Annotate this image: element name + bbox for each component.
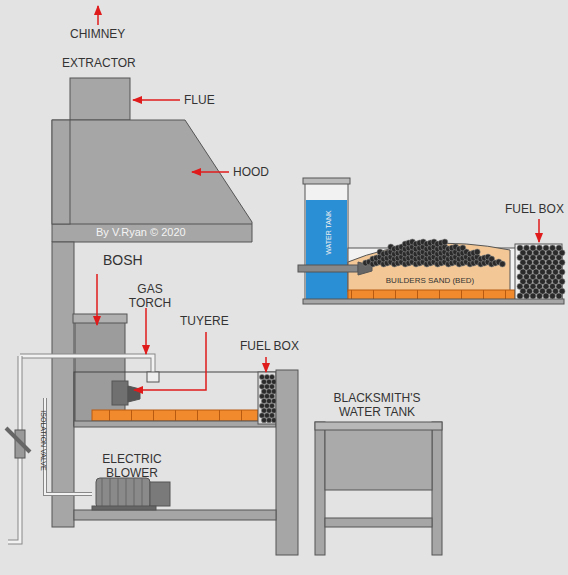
bosh-label: BOSH	[103, 252, 163, 268]
water-tank-label: BLACKSMITH'S WATER TANK	[322, 391, 432, 419]
chimney-label: CHIMNEY	[70, 27, 140, 41]
tuyere-label: TUYERE	[180, 314, 250, 328]
sand-bed-label: BUILDERS SAND (BED)	[350, 276, 510, 286]
flue-label: FLUE	[184, 93, 234, 107]
blower-label: ELECTRIC BLOWER	[92, 452, 172, 480]
watermark: By V.Ryan © 2020	[96, 226, 226, 239]
hood-label: HOOD	[233, 165, 283, 179]
fuel-box-label: FUEL BOX	[505, 202, 568, 216]
fuel-box-label: FUEL BOX	[240, 339, 310, 353]
valve-label: ISOLATION VALVE	[39, 396, 48, 486]
extractor-label: EXTRACTOR	[62, 56, 142, 70]
gas-torch-label: GAS TORCH	[125, 282, 175, 310]
tank-label: WATER TANK	[324, 188, 333, 278]
